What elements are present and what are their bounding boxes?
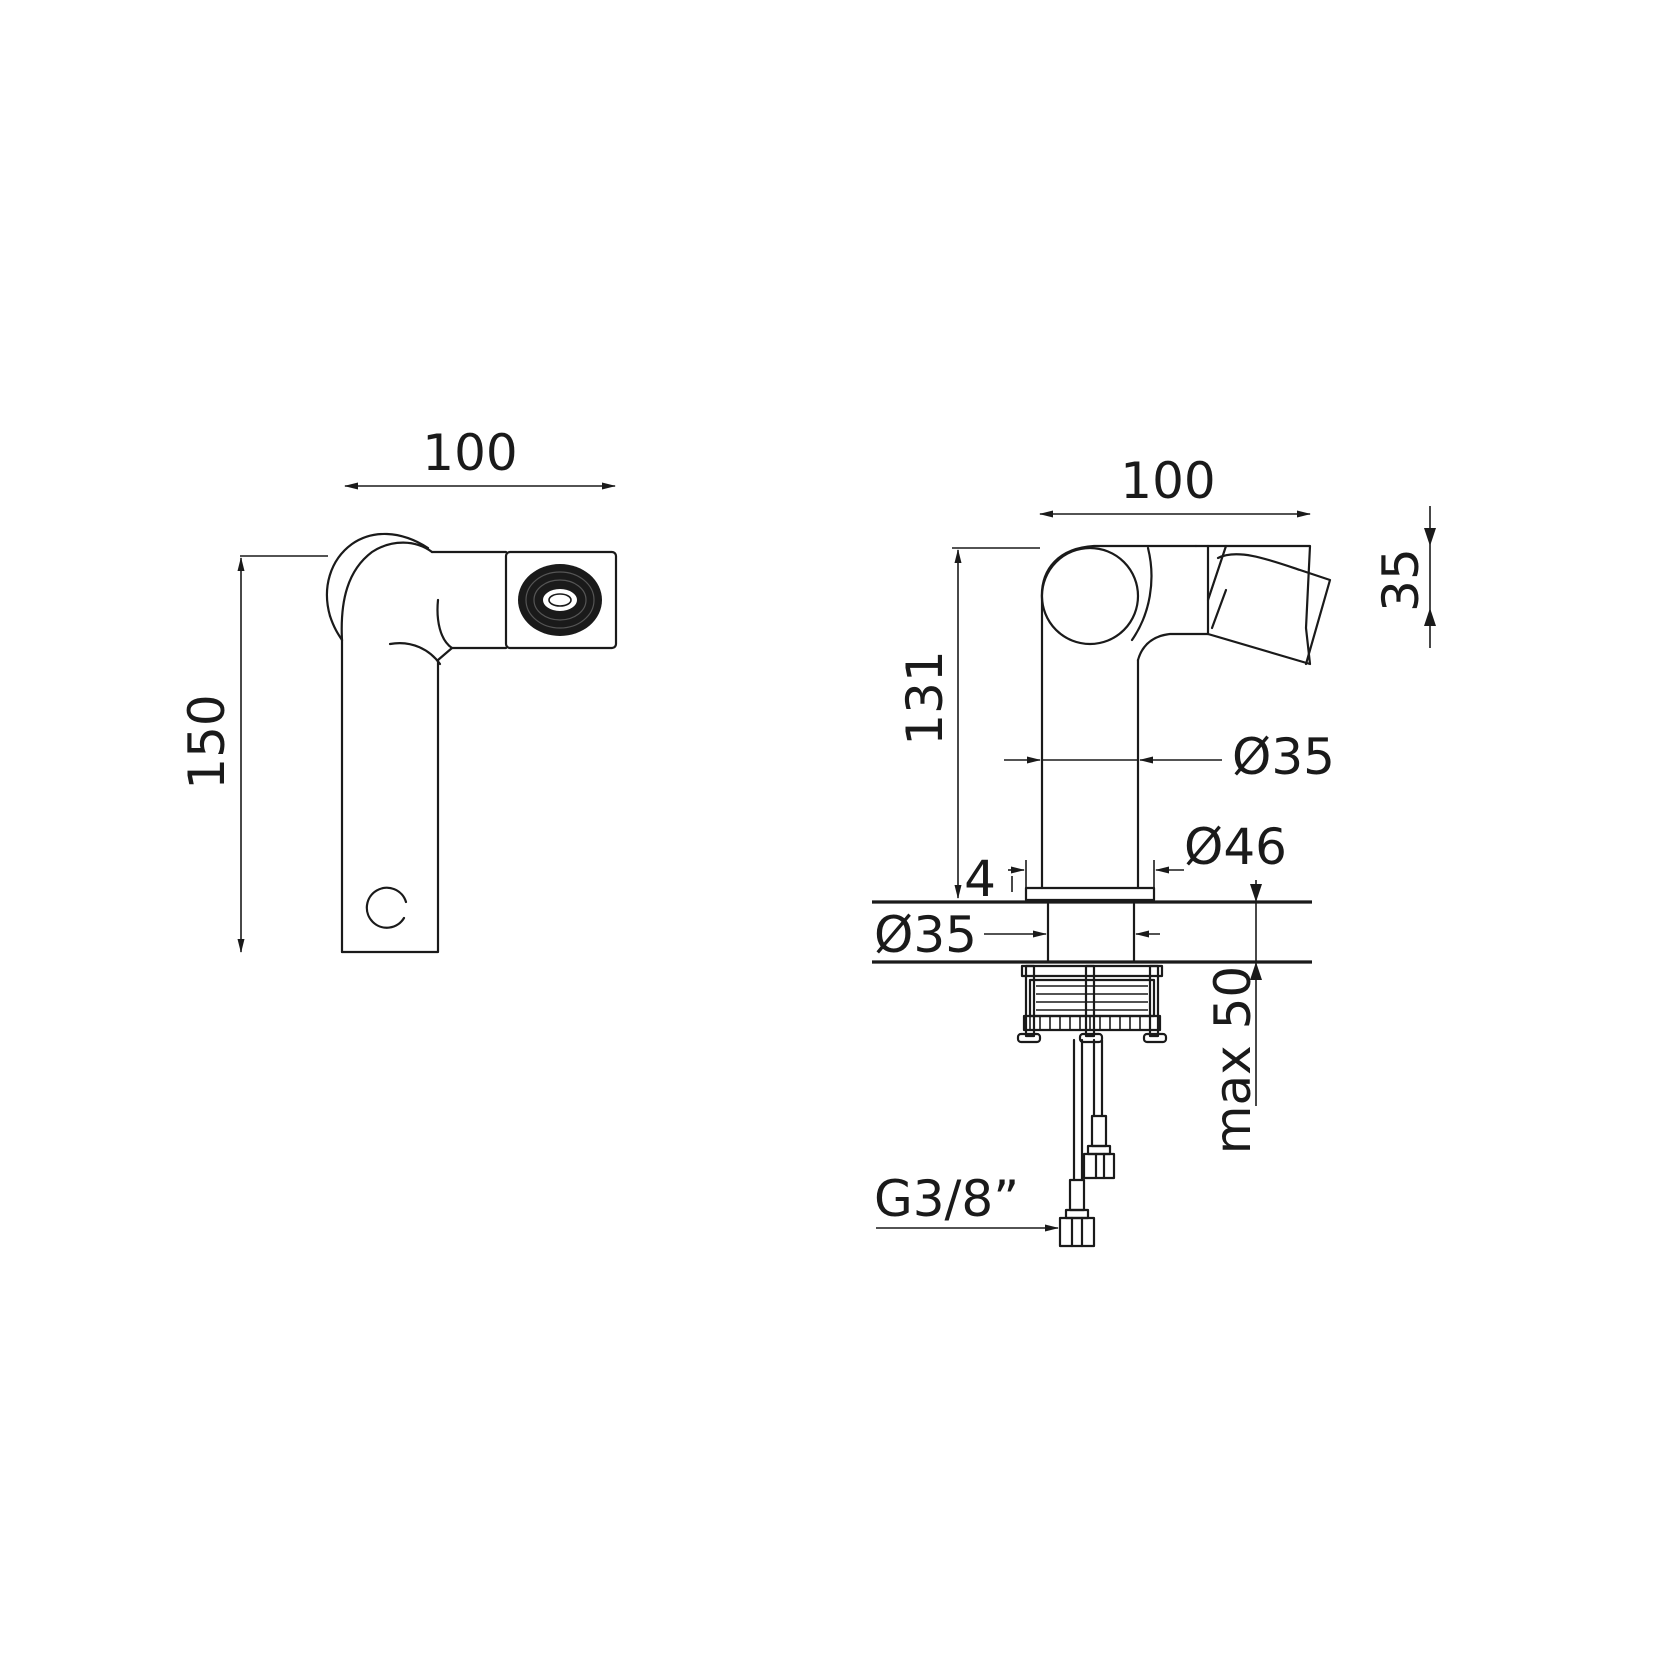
base-diameter-label: Ø46	[1184, 818, 1287, 876]
aerator-icon	[518, 564, 602, 636]
flexible-hoses-icon	[1058, 1038, 1116, 1248]
spout-height-dimension: 131	[896, 547, 1040, 899]
body-diameter-label: Ø35	[1232, 728, 1335, 786]
base-thickness-dimension: 4	[964, 850, 1013, 908]
shank-diameter-dimension: Ø35	[874, 906, 1160, 964]
fixing-assembly-icon	[1016, 964, 1168, 1044]
base-thickness-label: 4	[964, 850, 996, 908]
shank-diameter-label: Ø35	[874, 906, 977, 964]
front-height-label: 150	[178, 694, 236, 789]
front-width-dimension: 100	[344, 424, 616, 490]
max-thickness-dimension: max 50	[1204, 880, 1262, 1154]
front-width-label: 100	[422, 424, 517, 482]
deck-surface	[872, 900, 1312, 964]
front-view: 100 150	[178, 424, 618, 954]
side-width-dimension: 100	[1039, 452, 1311, 518]
lever-handle-icon	[1206, 544, 1332, 666]
handle-height-dimension: 35	[1372, 506, 1436, 648]
connection-label: G3/8”	[874, 1170, 1019, 1228]
lever-pin-icon	[365, 886, 408, 929]
handle-height-label: 35	[1372, 548, 1430, 612]
front-tap-body	[325, 532, 618, 954]
side-width-label: 100	[1120, 452, 1215, 510]
side-view: 100 35 131	[872, 452, 1436, 1248]
side-tap-body	[1024, 544, 1332, 964]
body-diameter-dimension: Ø35	[1004, 728, 1335, 786]
front-height-dimension: 150	[178, 555, 328, 953]
base-diameter-dimension: Ø46	[1008, 818, 1287, 890]
spout-height-label: 131	[896, 650, 954, 745]
connection-dimension: G3/8”	[874, 1170, 1059, 1232]
max-thickness-label: max 50	[1204, 966, 1262, 1154]
